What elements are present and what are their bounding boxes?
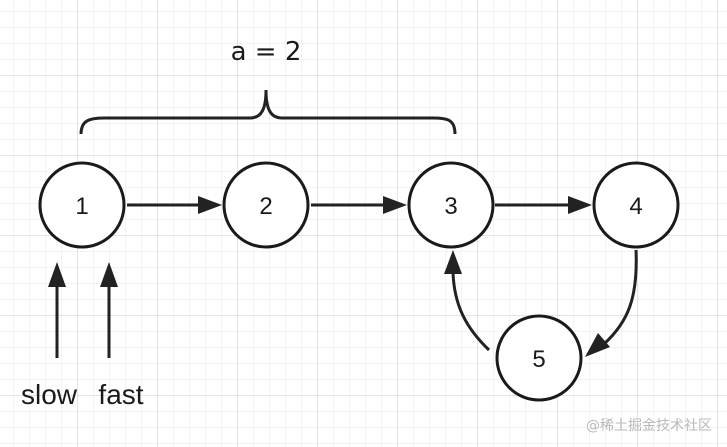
node-1: 1	[38, 161, 126, 249]
node-label-3: 3	[444, 193, 457, 220]
span-label: a = 2	[231, 37, 302, 67]
edge-2-to-3	[311, 196, 407, 214]
node-3: 3	[407, 161, 495, 249]
fast-pointer-arrow	[100, 262, 118, 358]
edge-3-to-4	[495, 196, 592, 214]
edge-1-to-2	[127, 196, 222, 214]
curly-brace	[79, 89, 457, 135]
node-4: 4	[592, 161, 680, 249]
fast-pointer-label: fast	[98, 379, 143, 410]
node-label-2: 2	[259, 193, 272, 220]
slow-pointer-label: slow	[21, 379, 78, 410]
node-5: 5	[495, 314, 583, 402]
slow-pointer-arrow	[48, 262, 66, 358]
node-label-1: 1	[75, 193, 88, 220]
node-2: 2	[222, 161, 310, 249]
node-label-4: 4	[629, 193, 642, 220]
edge-4-to-5	[585, 249, 638, 357]
node-label-5: 5	[532, 346, 545, 373]
watermark-text: @稀土掘金技术社区	[586, 418, 712, 434]
edge-5-to-3	[444, 250, 491, 352]
